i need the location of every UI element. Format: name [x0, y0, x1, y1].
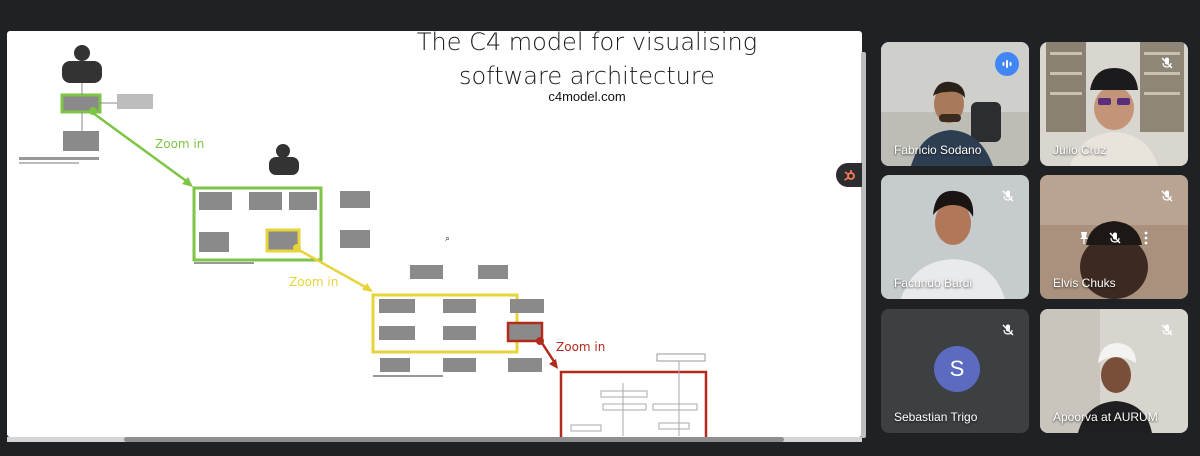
participant-name: Apoorva at AURUM	[1053, 410, 1158, 424]
horizontal-scrollbar[interactable]	[7, 437, 862, 442]
mic-off-icon	[1156, 52, 1178, 74]
zoom-in-label-3: Zoom in	[556, 340, 606, 354]
c4-diagram: ⌕	[19, 45, 708, 437]
hubspot-extension-button[interactable]	[836, 163, 862, 187]
slide-title: The C4 model for visualising software ar…	[387, 31, 787, 93]
participant-name: Facundo Bardi	[894, 276, 973, 290]
mic-off-icon	[1156, 185, 1178, 207]
audio-level-icon	[995, 52, 1019, 76]
video-feed	[1040, 309, 1188, 433]
video-feed	[1040, 42, 1188, 166]
participant-tile-elvis[interactable]: Elvis Chuks	[1040, 175, 1188, 299]
mic-off-icon	[997, 185, 1019, 207]
zoom-in-label-1: Zoom in	[155, 137, 205, 151]
participant-tile-apoorva[interactable]: Apoorva at AURUM	[1040, 309, 1188, 433]
pin-icon[interactable]	[1072, 226, 1096, 250]
participant-tile-julio[interactable]: Julio Cruz	[1040, 42, 1188, 166]
video-feed	[881, 42, 1029, 166]
video-feed	[881, 175, 1029, 299]
tile-hover-controls	[1072, 225, 1158, 251]
slide-title-line-1: The C4 model for visualising	[416, 31, 758, 56]
participant-name: Sebastian Trigo	[894, 410, 978, 424]
slide-title-line-2: software architecture	[459, 62, 715, 90]
participant-name: Elvis Chuks	[1053, 276, 1116, 290]
mic-off-icon	[1156, 319, 1178, 341]
mute-participant-icon[interactable]	[1103, 226, 1127, 250]
svg-text:⌕: ⌕	[445, 233, 450, 243]
mic-off-icon	[997, 319, 1019, 341]
participant-tile-facundo[interactable]: Facundo Bardi	[881, 175, 1029, 299]
shared-slide: ⌕ The C4 model for visualising software …	[7, 31, 862, 437]
hubspot-icon	[844, 170, 855, 181]
horizontal-scrollbar-thumb[interactable]	[124, 437, 784, 442]
participant-name: Julio Cruz	[1053, 143, 1107, 157]
participant-tile-sebastian[interactable]: S Sebastian Trigo	[881, 309, 1029, 433]
video-feed	[1040, 175, 1188, 299]
slide-link-text: c4model.com	[548, 89, 626, 104]
vertical-scrollbar[interactable]	[861, 52, 866, 438]
participant-tile-fabricio[interactable]: Fabricio Sodano	[881, 42, 1029, 166]
participant-name: Fabricio Sodano	[894, 143, 982, 157]
more-options-icon[interactable]	[1134, 226, 1158, 250]
zoom-in-label-2: Zoom in	[289, 275, 339, 289]
avatar: S	[934, 346, 980, 392]
